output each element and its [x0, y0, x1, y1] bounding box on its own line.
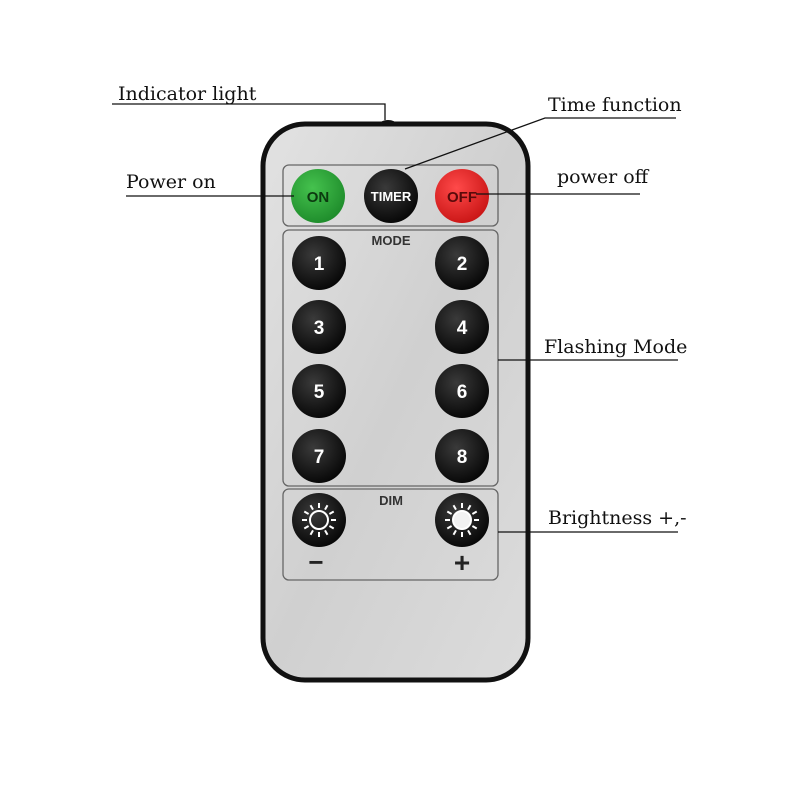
sun-ray — [452, 504, 457, 511]
mode-button-label: 4 — [457, 318, 468, 339]
sun-filled-icon — [445, 503, 479, 537]
mode-button-8[interactable]: 8 — [435, 429, 489, 483]
off-button[interactable]: OFF — [435, 169, 489, 223]
leader-time-function — [404, 117, 676, 170]
sun-ray — [467, 504, 472, 511]
sun-ray — [303, 525, 310, 530]
sun-ray — [446, 510, 453, 515]
sun-ray — [471, 510, 478, 515]
sun-ray — [446, 525, 453, 530]
sun-ray — [471, 525, 478, 530]
callout-time-function: Time function — [548, 94, 682, 116]
dim-down-button[interactable] — [292, 493, 346, 547]
sun-ray — [324, 504, 329, 511]
mode-button-label: 2 — [457, 254, 468, 275]
sun-ray — [328, 525, 335, 530]
mode-label: MODE — [372, 233, 411, 248]
mode-button-4[interactable]: 4 — [435, 300, 489, 354]
sun-outline-icon — [302, 503, 336, 537]
mode-button-1[interactable]: 1 — [292, 236, 346, 290]
callout-indicator-light: Indicator light — [118, 83, 257, 105]
sun-ray — [324, 529, 329, 536]
callout-brightness: Brightness +,- — [548, 507, 687, 529]
sun-ray — [309, 504, 314, 511]
sun-ray — [328, 510, 335, 515]
mode-button-label: 6 — [457, 382, 468, 403]
on-button[interactable]: ON — [291, 169, 345, 223]
dim-panel — [282, 488, 499, 581]
mode-button-label: 3 — [314, 318, 325, 339]
mode-button-label: 1 — [314, 254, 325, 275]
mode-button-2[interactable]: 2 — [435, 236, 489, 290]
leader-indicator-light — [112, 103, 386, 120]
mode-button-6[interactable]: 6 — [435, 364, 489, 418]
mode-button-3[interactable]: 3 — [292, 300, 346, 354]
mode-button-7[interactable]: 7 — [292, 429, 346, 483]
mode-button-label: 5 — [314, 382, 325, 403]
callout-power-on: Power on — [126, 171, 216, 193]
callout-power-off: power off — [557, 166, 650, 188]
mode-button-label: 7 — [314, 447, 325, 468]
off-label: OFF — [447, 189, 477, 206]
mode-panel — [282, 229, 499, 487]
sun-ray — [467, 529, 472, 536]
sun-ray — [303, 510, 310, 515]
dim-plus-label: + — [454, 547, 470, 578]
callout-flashing-mode: Flashing Mode — [544, 336, 687, 358]
sun-ray — [309, 529, 314, 536]
dim-up-button[interactable] — [435, 493, 489, 547]
mode-button-label: 8 — [457, 447, 468, 468]
timer-label: TIMER — [371, 189, 412, 204]
sun-ray — [452, 529, 457, 536]
dim-minus-label: − — [308, 547, 323, 577]
dim-label: DIM — [379, 493, 403, 508]
timer-button[interactable]: TIMER — [364, 169, 418, 223]
mode-button-5[interactable]: 5 — [292, 364, 346, 418]
on-label: ON — [307, 189, 330, 206]
